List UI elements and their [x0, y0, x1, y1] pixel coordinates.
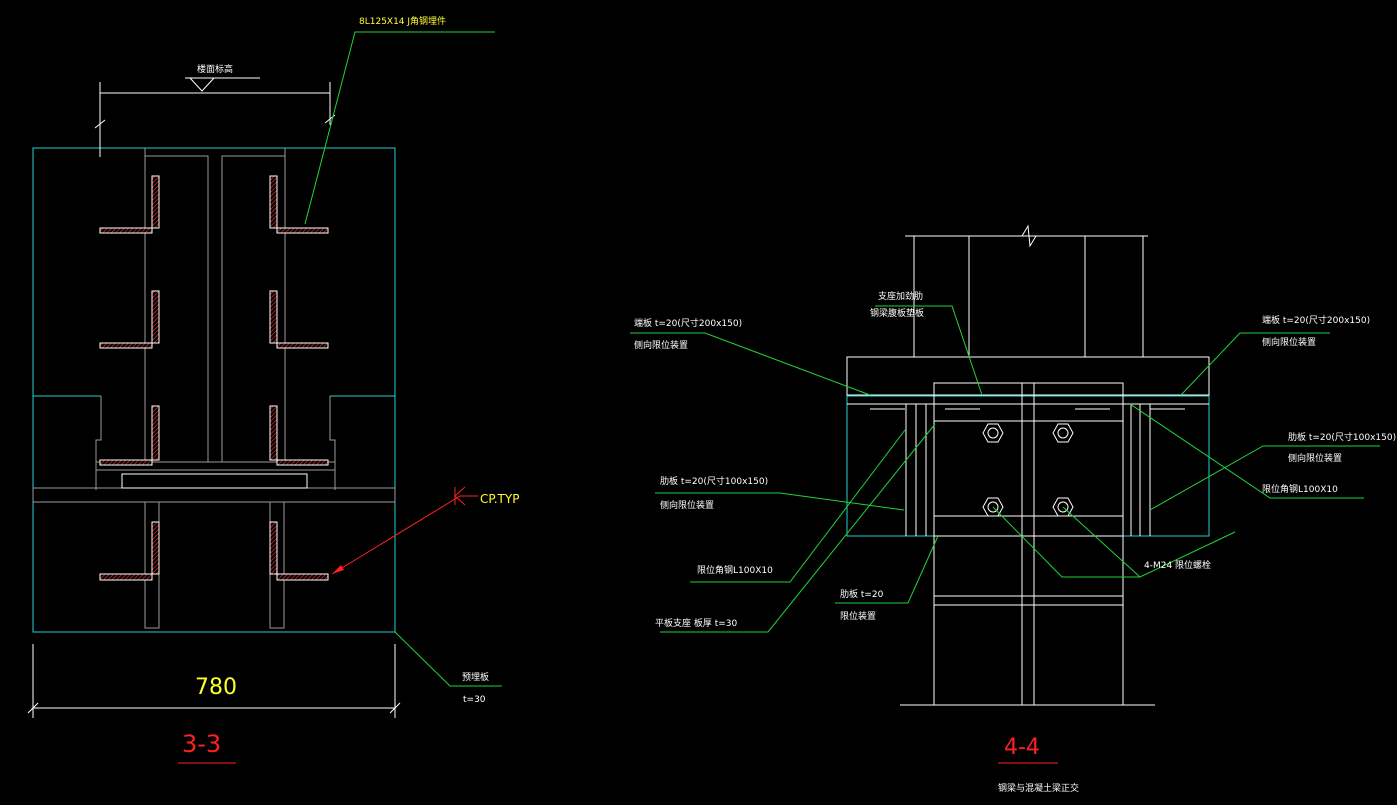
- right-rib-label-line1: 肋板 t=20(尺寸100x150): [1288, 431, 1396, 443]
- section-4-4-labels: 支座加劲肋 钢梁腹板垫板 端板 t=20(尺寸200x150) 侧向限位装置 端…: [634, 290, 1396, 629]
- width-dimension: 780: [27, 644, 401, 718]
- anchor-bolts: [982, 423, 1074, 517]
- left-end-plate-label-line2: 侧向限位装置: [634, 339, 688, 351]
- bottom-rib-label-line1: 肋板 t=20: [840, 588, 884, 600]
- embedded-plate-thickness: t=30: [463, 695, 486, 705]
- left-rib-label-line2: 侧向限位装置: [660, 499, 714, 511]
- left-rib-label-line1: 肋板 t=20(尺寸100x150): [660, 475, 768, 487]
- stiffener-label-line1: 支座加劲肋: [878, 290, 923, 302]
- bearing-plate-assembly: [846, 356, 1210, 537]
- bottom-rib-label-line2: 限位装置: [840, 610, 876, 622]
- embedded-plate-leader: 预埋板 t=30: [394, 631, 502, 705]
- sliding-bearing-label: 平板支座 板厚 t=30: [655, 617, 738, 629]
- section-3-3-label: 3-3: [182, 730, 221, 758]
- embedded-angles-lower: [99, 501, 329, 629]
- upper-steel-beam: [905, 224, 1148, 357]
- lower-steel-column: [900, 536, 1155, 706]
- right-end-plate-label-line2: 侧向限位装置: [1262, 336, 1316, 348]
- steel-i-beam: [96, 148, 335, 489]
- left-angle-label: 限位角钢L100X10: [697, 564, 773, 576]
- left-end-plate-label-line1: 端板 t=20(尺寸200x150): [634, 317, 742, 329]
- section-3-3: 楼面标高 8L125X14 J角钢埋件 CP.TYP 780: [27, 15, 519, 764]
- section-4-4-title: 4-4 钢梁与混凝土梁正交: [998, 735, 1079, 794]
- floor-level-marker: 楼面标高: [94, 63, 336, 157]
- weld-note-leader: CP.TYP: [331, 486, 519, 575]
- floor-level-label: 楼面标高: [197, 63, 233, 75]
- right-rib-label-line2: 侧向限位装置: [1288, 452, 1342, 464]
- bolts-label: 4-M24 限位螺栓: [1144, 559, 1211, 571]
- right-end-plate-label-line1: 端板 t=20(尺寸200x150): [1262, 314, 1370, 326]
- right-angle-label: 限位角钢L100X10: [1262, 483, 1338, 495]
- embedded-plate-name: 预埋板: [462, 671, 489, 683]
- section-4-4-leaders: [630, 305, 1380, 633]
- angle-note-label: 8L125X14 J角钢埋件: [359, 15, 446, 27]
- angle-note-leader: 8L125X14 J角钢埋件: [304, 15, 495, 225]
- section-4-4: 支座加劲肋 钢梁腹板垫板 端板 t=20(尺寸200x150) 侧向限位装置 端…: [630, 224, 1396, 794]
- width-dimension-value: 780: [195, 675, 237, 700]
- section-4-4-subtitle: 钢梁与混凝土梁正交: [998, 782, 1079, 794]
- section-4-4-label: 4-4: [1004, 735, 1040, 760]
- concrete-outline: [32, 147, 396, 633]
- stiffener-label-line2: 钢梁腹板垫板: [870, 307, 924, 319]
- weld-note-label: CP.TYP: [480, 492, 519, 506]
- embedded-angles-upper: [99, 175, 329, 466]
- section-3-3-title: 3-3: [178, 730, 236, 764]
